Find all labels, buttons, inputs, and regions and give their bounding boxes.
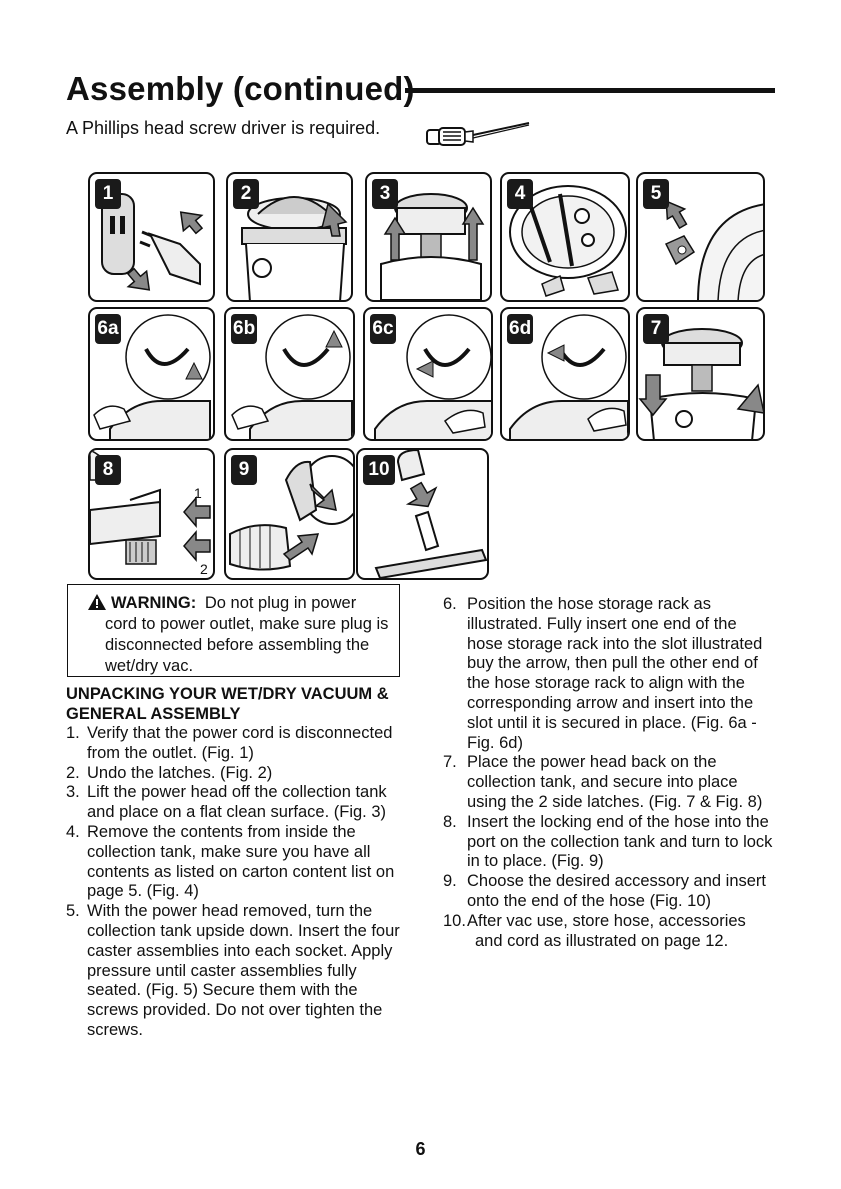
figure-label: 6a (95, 314, 121, 344)
screwdriver-icon (426, 122, 530, 146)
figure-3: 3 (365, 172, 492, 302)
warning-first-line: WARNING: Do not plug in power (88, 593, 356, 614)
step-number: 2. (66, 763, 80, 782)
figure-6b: 6b (224, 307, 355, 441)
figure-label: 9 (231, 455, 257, 485)
step-number: 9. (443, 872, 457, 891)
warning-label: WARNING: (111, 594, 197, 612)
list-item: 4. Remove the contents from inside the co… (66, 823, 408, 902)
step-number: 1. (66, 724, 80, 742)
step-number: 8. (443, 812, 457, 831)
step-number: 4. (66, 822, 80, 841)
warning-body: cord to power outlet, make sure plug is … (105, 615, 389, 675)
warning-triangle-icon (88, 594, 106, 610)
step-number: 7. (443, 753, 457, 772)
list-item: 7. Place the power head back on the colle… (443, 753, 773, 812)
figure-label: 4 (507, 179, 533, 209)
list-item: 5. With the power head removed, turn the … (66, 902, 408, 1041)
figure-4: 4 (500, 172, 630, 302)
step-text: Position the hose storage rack as illust… (467, 595, 763, 752)
step-number: 6. (443, 595, 457, 613)
figure-6d: 6d (500, 307, 630, 441)
figure-label: 8 (95, 455, 121, 485)
figure-10: 10 (356, 448, 489, 580)
figure-label: 2 (233, 179, 259, 209)
figure-label: 3 (372, 179, 398, 209)
step-number: 5. (66, 902, 80, 921)
step-text: Remove the contents from inside the coll… (87, 822, 395, 901)
figure-9: 9 (224, 448, 355, 580)
figure-7: 7 (636, 307, 765, 441)
step-text: Undo the latches. (Fig. 2) (87, 763, 273, 782)
figure-label: 5 (643, 179, 669, 209)
steps-list-left: 1. Verify that the power cord is disconne… (66, 724, 408, 1041)
figure-label: 6d (507, 314, 534, 344)
figure-label: 6c (370, 314, 396, 344)
step-text: With the power head removed, turn the co… (87, 902, 400, 1039)
figure-6c: 6c (363, 307, 493, 441)
section-heading: UNPACKING YOUR WET/DRY VACUUM & GENERAL … (66, 685, 389, 723)
figure-6a: 6a (88, 307, 215, 441)
page-title: Assembly (continued) (66, 70, 415, 107)
figure-label: 6b (231, 314, 258, 344)
figure-5: 5 (636, 172, 765, 302)
fig8-callout-2: 2 (200, 561, 208, 577)
list-item: 3. Lift the power head off the collection… (66, 783, 408, 823)
figure-label: 1 (95, 179, 121, 209)
list-item: 8. Insert the locking end of the hose int… (443, 813, 773, 872)
fig8-callout-1: 1 (194, 485, 202, 501)
list-item: 2. Undo the latches. (Fig. 2) (66, 764, 408, 784)
list-item: 10.After vac use, store hose, accessorie… (443, 912, 773, 952)
figure-2: 2 (226, 172, 353, 302)
step-text: Verify that the power cord is disconnect… (87, 724, 393, 762)
figure-label: 10 (363, 455, 395, 485)
step-text: Place the power head back on the collect… (467, 753, 763, 811)
page-number: 6 (415, 1139, 426, 1159)
steps-list-right: 6. Position the hose storage rack as illu… (443, 595, 773, 951)
list-item: 9. Choose the desired accessory and inser… (443, 872, 773, 912)
step-number: 10. (443, 911, 466, 930)
list-item: 6. Position the hose storage rack as illu… (443, 595, 773, 753)
figure-label: 7 (643, 314, 669, 344)
warning-box: WARNING: Do not plug in power cord to po… (67, 584, 400, 677)
tool-note: A Phillips head screw driver is required… (66, 118, 381, 138)
list-item: 1. Verify that the power cord is disconne… (66, 724, 408, 764)
step-text: Lift the power head off the collection t… (87, 783, 387, 822)
step-text: Choose the desired accessory and insert … (467, 872, 766, 910)
warning-line1-text: Do not plug in power (204, 594, 357, 612)
figure-8: 1 2 8 (88, 448, 215, 580)
step-text: Insert the locking end of the hose into … (467, 812, 773, 871)
step-text: After vac use, store hose, accessories a… (467, 911, 746, 950)
title-rule (405, 88, 775, 93)
step-number: 3. (66, 783, 80, 802)
figure-1: 1 (88, 172, 215, 302)
